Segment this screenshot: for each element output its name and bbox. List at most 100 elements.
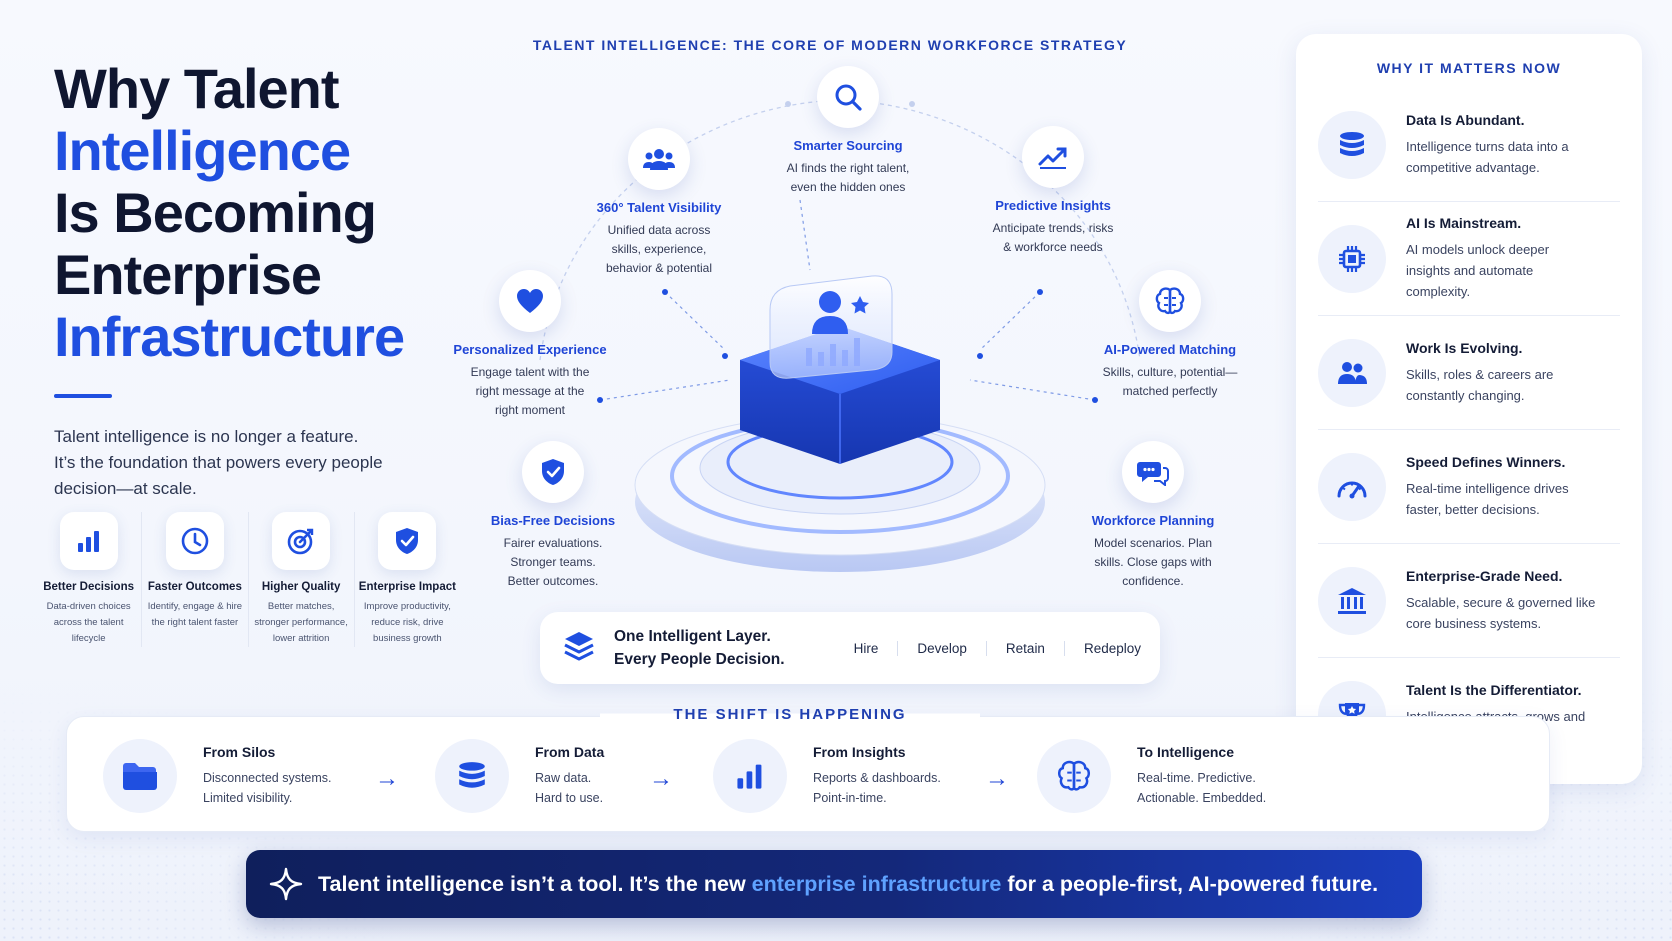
node-ai-matching: AI-Powered Matching Skills, culture, pot… [1070, 270, 1270, 401]
node-desc: AI finds the right talent, even the hidd… [786, 161, 910, 194]
feature-desc: Improve productivity, reduce risk, drive… [363, 601, 451, 644]
node-smarter-sourcing: Smarter Sourcing AI finds the right tale… [748, 66, 948, 197]
banner-text-pre: Talent intelligence isn’t a tool. It’s t… [318, 871, 752, 896]
heart-icon [499, 270, 561, 332]
layer-line: One Intelligent Layer. [614, 628, 771, 645]
feature-item: Enterprise Impact Improve productivity, … [355, 512, 460, 647]
feature-desc: Better matches, stronger performance, lo… [254, 601, 348, 644]
why-item-desc: Scalable, secure & governed like core bu… [1406, 594, 1596, 631]
bar-chart-icon [713, 739, 787, 813]
why-item-desc: Intelligence turns data into a competiti… [1406, 138, 1569, 175]
title-line: Intelligence [54, 119, 351, 182]
title-line: Enterprise [54, 243, 322, 306]
platform-illustration [634, 275, 1046, 572]
node-bias-free-decisions: Bias-Free Decisions Fairer evaluations. … [453, 441, 653, 591]
feature-item: Higher Quality Better matches, stronger … [249, 512, 355, 647]
feature-item: Faster Outcomes Identify, engage & hire … [142, 512, 249, 647]
why-item-title: Work Is Evolving. [1406, 339, 1523, 356]
layers-icon [562, 629, 596, 668]
database-icon [435, 739, 509, 813]
bank-icon [1318, 566, 1386, 635]
connector-arc [539, 99, 1141, 403]
node-desc: Model scenarios. Plan skills. Close gaps… [1093, 536, 1213, 588]
node-title: Personalized Experience [453, 342, 607, 357]
step-retain: Retain [985, 640, 1064, 656]
feature-desc: Data-driven choices across the talent li… [46, 601, 131, 644]
hero-lead-text: Talent intelligence is no longer a featu… [54, 427, 383, 498]
why-item: Speed Defines Winners. Real-time intellig… [1318, 430, 1620, 544]
node-desc: Engage talent with the right message at … [470, 365, 590, 417]
node-title: Smarter Sourcing [793, 138, 903, 153]
why-item-title: Speed Defines Winners. [1406, 453, 1566, 470]
intelligent-layer-bar: One Intelligent Layer. Every People Deci… [540, 612, 1160, 684]
why-item-desc: Real-time intelligence drives faster, be… [1406, 480, 1569, 517]
stage-desc: Reports & dashboards. Point-in-time. [813, 768, 941, 808]
lifecycle-steps: Hire Develop Retain Redeploy [835, 640, 1160, 656]
title-line: Is Becoming [54, 181, 377, 244]
why-item-title: Data Is Abundant. [1406, 111, 1525, 128]
node-title: Predictive Insights [995, 198, 1111, 213]
why-item: Work Is Evolving. Skills, roles & careers… [1318, 316, 1620, 430]
stage-desc-line: Reports & dashboards. [813, 771, 941, 785]
page-title: Why Talent Intelligence Is Becoming Ente… [54, 58, 434, 368]
stage-desc: Raw data. Hard to use. [535, 768, 604, 808]
stage-title: From Silos [203, 744, 276, 760]
arrow-right-icon: → [649, 765, 673, 792]
stage-desc: Real-time. Predictive. Actionable. Embedd… [1137, 768, 1266, 808]
arrow-right-icon: → [985, 765, 1009, 792]
sparkle-icon [268, 866, 304, 902]
node-talent-visibility: 360° Talent Visibility Unified data acro… [559, 128, 759, 278]
hero-section: Why Talent Intelligence Is Becoming Ente… [54, 58, 434, 502]
stage-desc-line: Hard to use. [535, 791, 604, 805]
stage-desc: Disconnected systems.Limited visibility. [203, 768, 332, 808]
feature-title: Enterprise Impact [358, 581, 456, 593]
node-title: 360° Talent Visibility [596, 200, 722, 215]
step-redeploy: Redeploy [1063, 640, 1160, 656]
feature-list: Better Decisions Data-driven choices acr… [36, 512, 460, 647]
feature-title: Higher Quality [261, 581, 341, 593]
stage-desc-line: Raw data. [535, 771, 592, 785]
database-icon [1318, 110, 1386, 179]
why-item-desc: Skills, roles & careers are constantly c… [1406, 366, 1554, 403]
node-desc: Unified data across skills, experience, … [605, 223, 713, 275]
node-title: Bias-Free Decisions [490, 513, 616, 528]
stage-title: To Intelligence [1137, 744, 1234, 760]
chat-icon [1122, 441, 1184, 503]
why-item-title: AI Is Mainstream. [1406, 215, 1522, 231]
feature-desc: Identify, engage & hire the right talent… [147, 601, 243, 628]
node-title: AI-Powered Matching [1103, 342, 1237, 357]
why-item: Data Is Abundant. Intelligence turns data… [1318, 88, 1620, 202]
search-icon [817, 66, 879, 128]
stage-desc-line: Actionable. Embedded. [1137, 791, 1267, 805]
users-icon [628, 128, 690, 190]
bottom-banner: Talent intelligence isn’t a tool. It’s t… [246, 850, 1422, 918]
step-hire: Hire [853, 640, 879, 656]
title-divider [54, 394, 112, 398]
feature-item: Better Decisions Data-driven choices acr… [36, 512, 143, 647]
chip-icon [1318, 224, 1386, 293]
node-predictive-insights: Predictive Insights Anticipate trends, r… [953, 126, 1153, 257]
why-item-title: Enterprise-Grade Need. [1406, 567, 1563, 584]
brain-icon [1139, 270, 1201, 332]
brain-icon [1037, 739, 1111, 813]
title-line: Why Talent [54, 57, 340, 120]
banner-highlight: enterprise infrastructure [751, 871, 1002, 896]
node-workforce-planning: Workforce Planning Model scenarios. Plan… [1053, 441, 1253, 591]
clock-icon [165, 512, 224, 570]
title-line: Infrastructure [54, 305, 405, 368]
shield-check-icon [522, 441, 584, 503]
target-icon [272, 512, 331, 570]
layer-line: Every People Decision. [614, 651, 785, 668]
stage-title: From Insights [813, 744, 906, 760]
node-title: Workforce Planning [1091, 513, 1215, 528]
node-desc: Skills, culture, potential— matched perf… [1102, 365, 1238, 398]
stage-desc-line: Point-in-time. [813, 791, 887, 805]
why-it-matters-panel: WHY IT MATTERS NOW Data Is Abundant.Inte… [1296, 34, 1642, 784]
stage-desc-line: Real-time. Predictive. [1137, 771, 1256, 785]
users-icon [1318, 338, 1386, 407]
